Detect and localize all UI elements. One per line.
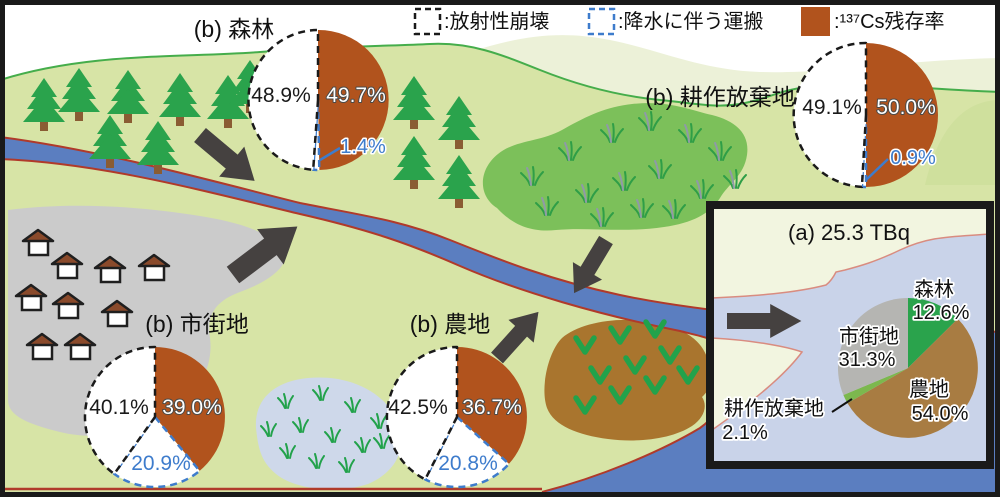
upper-hill-band [470, 35, 1000, 106]
abandoned-decay-value: 49.1% [802, 96, 862, 119]
total-slice [837, 298, 908, 395]
inset-farmland-pct: 54.0% [912, 403, 969, 425]
total-inventory-pie-chart [837, 298, 978, 438]
urban-slice [155, 347, 225, 471]
urban-slice [112, 415, 201, 489]
urban-remaining-value: 39.0% [162, 396, 222, 419]
forest-transport-value: 1.4% [340, 136, 386, 158]
far-hill-hump [925, 100, 1000, 185]
forest-label: (b) 森林 [194, 16, 275, 42]
inset-panel: (a) 25.3 TBq 森林 12.6% 市街地 31.3% 農地 54.0%… [706, 201, 994, 469]
transport-legend-label: :降水に伴う運搬 [618, 10, 764, 33]
total-slice [843, 368, 908, 404]
abandoned-transport-value: 0.9% [890, 147, 936, 169]
total-slice [847, 318, 978, 438]
inset-title: (a) 25.3 TBq [788, 220, 910, 245]
inset-abandoned-leader [831, 398, 853, 413]
inset-border [706, 201, 994, 469]
transport-legend-swatch-icon [587, 7, 616, 36]
remaining-legend-swatch-icon [801, 7, 830, 36]
river-bank-lower [0, 158, 732, 493]
urban-pie-chart [83, 345, 225, 489]
forest-transport-leader [319, 146, 341, 162]
inset-abandoned-label: 耕作放棄地 [724, 397, 824, 420]
inset-urban-pct: 31.3% [839, 349, 896, 371]
abandoned-pie-chart [792, 41, 938, 189]
urban-label: (b) 市街地 [145, 311, 249, 337]
farmland-label: (b) 農地 [410, 311, 491, 337]
abandoned-remaining-value: 50.0% [876, 96, 936, 119]
legend: :放射性崩壊 :降水に伴う運搬 :¹³⁷Cs残存率 [413, 7, 945, 36]
farmland-remaining-value: 36.7% [462, 396, 522, 419]
forest-slice [318, 29, 389, 171]
abandoned-label: (b) 耕作放棄地 [645, 84, 795, 110]
forest-remaining-value: 49.7% [326, 84, 386, 107]
total-slice [908, 298, 958, 368]
inset-forest-pct: 12.6% [913, 302, 970, 324]
remaining-legend-label: :¹³⁷Cs残存率 [834, 10, 945, 33]
farmland-slice [457, 347, 527, 464]
abandoned-slice [866, 43, 938, 187]
urban-transport-value: 20.9% [131, 452, 191, 475]
farmland-slice [385, 345, 459, 481]
inset-urban-label: 市街地 [839, 325, 899, 348]
forest-pie-chart [247, 28, 389, 172]
inset-farmland-label: 農地 [909, 378, 949, 401]
inset-upper-land [712, 207, 990, 298]
farmland-decay-value: 42.5% [388, 396, 448, 419]
inset-abandoned-pct: 2.1% [722, 422, 768, 444]
urban-slice [83, 345, 157, 476]
forest-decay-value: 48.9% [251, 84, 311, 107]
inset-peninsula [711, 337, 804, 432]
abandoned-slice [792, 41, 868, 189]
farmland-pie-chart [385, 345, 527, 489]
abandoned-transport-leader [865, 158, 889, 181]
forest-slice [247, 28, 320, 172]
paddy-field [255, 377, 402, 490]
urban-decay-value: 40.1% [89, 396, 149, 419]
farmland-transport-value: 20.8% [438, 452, 498, 475]
inset-shore-line [711, 233, 991, 299]
decay-legend-swatch-icon [413, 7, 442, 36]
farmland-slice [423, 415, 511, 489]
inset-forest-label: 森林 [914, 278, 954, 301]
decay-legend-label: :放射性崩壊 [444, 10, 550, 33]
